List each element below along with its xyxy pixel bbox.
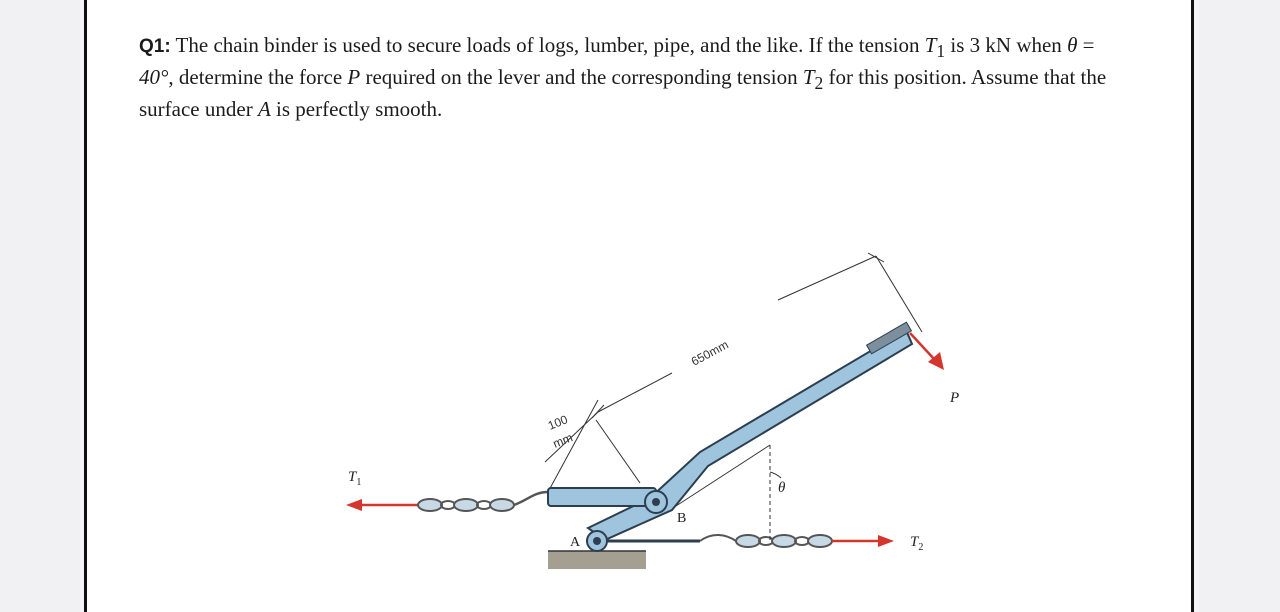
lever [586, 328, 914, 542]
dim-650-label: 650mm [689, 338, 731, 369]
t2-arrow-head [878, 535, 894, 547]
pin-a-center [593, 537, 601, 545]
label-theta: θ [778, 480, 786, 496]
question-text: Q1: The chain binder is used to secure l… [139, 33, 1107, 122]
label-b: B [677, 511, 686, 526]
right-chain [607, 534, 833, 548]
question-label: Q1: [139, 36, 171, 57]
p-arrow-shaft [909, 332, 936, 361]
dim-100-label-top: 100 [546, 412, 570, 433]
pin-b-center [652, 498, 660, 506]
dimension-lines [544, 252, 923, 493]
dim-100-label-bottom: mm [551, 430, 575, 450]
right-margin [1198, 0, 1280, 612]
t1-arrow-head [346, 499, 362, 511]
theta-arc [769, 471, 782, 479]
label-t2: T2 [910, 534, 923, 553]
label-p: P [949, 390, 959, 406]
link-bar [547, 487, 657, 507]
p-arrow-head [928, 352, 944, 370]
left-chain [417, 490, 549, 512]
theta-reference-line [675, 444, 771, 507]
label-a: A [570, 535, 581, 550]
ground-surface [548, 551, 646, 569]
label-t1: T1 [348, 469, 361, 488]
lever-grip [865, 321, 913, 355]
left-margin [0, 0, 80, 612]
